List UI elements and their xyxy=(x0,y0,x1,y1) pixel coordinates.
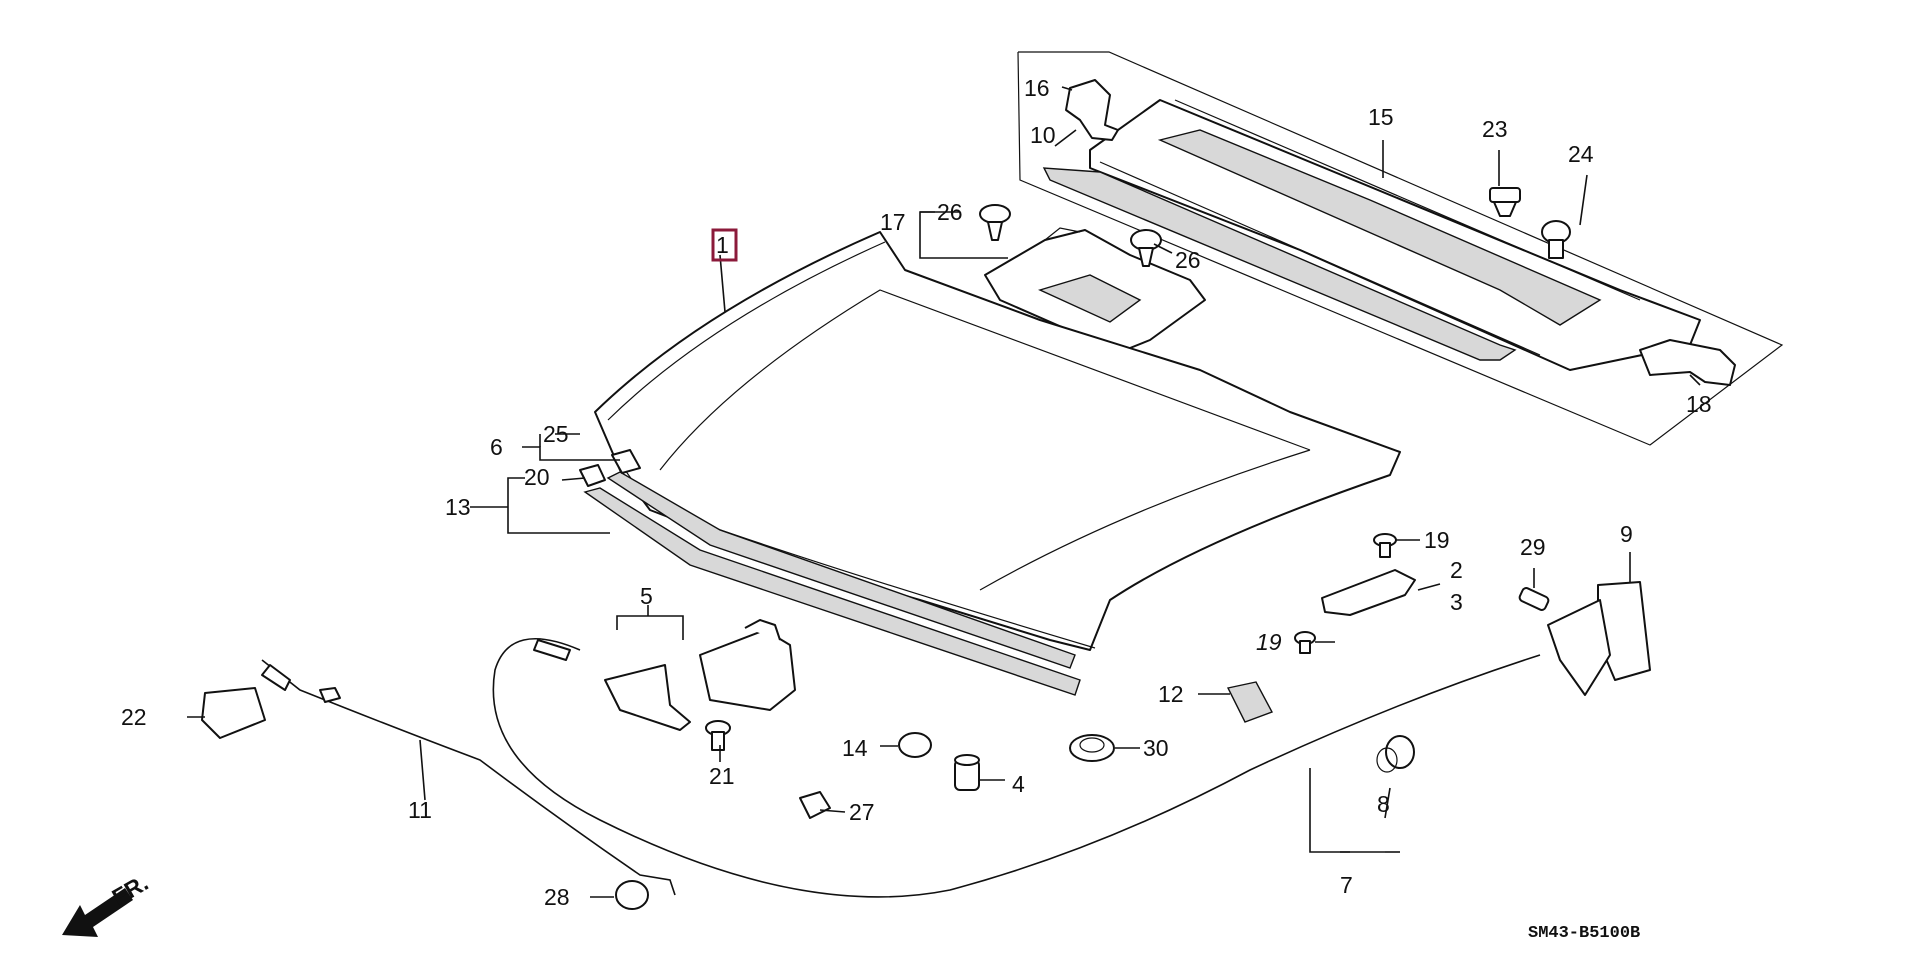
part-19-bolt-a[interactable] xyxy=(1373,533,1397,558)
callout-14[interactable]: 14 xyxy=(842,735,868,761)
callout-9[interactable]: 9 xyxy=(1620,521,1633,547)
front-direction-arrow: FR. xyxy=(62,869,153,937)
callout-26-b[interactable]: 26 xyxy=(1175,247,1201,273)
callout-4[interactable]: 4 xyxy=(1012,771,1025,797)
callout-11[interactable]: 11 xyxy=(408,797,432,823)
callout-5[interactable]: 5 xyxy=(640,583,653,609)
part-18-bracket[interactable] xyxy=(1639,339,1736,386)
part-30-grommet[interactable] xyxy=(1069,734,1115,762)
callout-18[interactable]: 18 xyxy=(1686,391,1712,417)
callout-15[interactable]: 15 xyxy=(1368,104,1394,130)
part-7-cable-assembly[interactable] xyxy=(492,637,1541,898)
part-5-hood-latch[interactable] xyxy=(604,619,796,731)
callout-24[interactable]: 24 xyxy=(1568,141,1594,167)
part-28-grommet[interactable] xyxy=(615,880,649,910)
callout-27[interactable]: 27 xyxy=(849,799,875,825)
drawing-code: SM43-B5100B xyxy=(1528,924,1640,943)
part-21-bolt[interactable] xyxy=(705,720,731,751)
callout-25[interactable]: 25 xyxy=(543,421,569,447)
part-11-release-cable[interactable] xyxy=(261,659,676,896)
callout-10[interactable]: 10 xyxy=(1030,122,1056,148)
callout-7[interactable]: 7 xyxy=(1340,872,1353,898)
leader-lines xyxy=(187,86,1701,898)
callout-19-b[interactable]: 19 xyxy=(1256,629,1282,655)
part-2-3-hinge-bracket[interactable] xyxy=(1321,569,1416,616)
callout-labels: 1 2 3 4 5 6 7 8 9 10 11 12 13 14 15 16 1… xyxy=(121,75,1712,910)
part-4-bumper[interactable] xyxy=(954,754,980,791)
callout-19-a[interactable]: 19 xyxy=(1424,527,1450,553)
part-23-clip[interactable] xyxy=(1489,187,1521,217)
part-19-bolt-b[interactable] xyxy=(1294,631,1316,654)
part-8-grommet[interactable] xyxy=(1376,735,1415,773)
callout-30[interactable]: 30 xyxy=(1143,735,1169,761)
callout-16[interactable]: 16 xyxy=(1024,75,1050,101)
callout-6[interactable]: 6 xyxy=(490,434,503,460)
part-27-clip[interactable] xyxy=(799,791,831,819)
callout-13[interactable]: 13 xyxy=(445,494,471,520)
callout-20[interactable]: 20 xyxy=(524,464,550,490)
callout-3[interactable]: 3 xyxy=(1450,589,1463,615)
selected-part-highlight xyxy=(711,228,738,262)
callout-21[interactable]: 21 xyxy=(709,763,735,789)
part-12-clip[interactable] xyxy=(1226,681,1273,723)
part-20-clip[interactable] xyxy=(579,464,606,487)
callout-17[interactable]: 17 xyxy=(880,209,906,235)
part-15-cowl-top[interactable] xyxy=(1089,99,1701,371)
part-14-bumper[interactable] xyxy=(898,732,932,758)
callout-8[interactable]: 8 xyxy=(1377,791,1390,817)
part-22-cable-bracket[interactable] xyxy=(201,687,266,739)
callout-12[interactable]: 12 xyxy=(1158,681,1184,707)
cowl-assembly-box xyxy=(1017,51,1784,446)
part-9-hinge[interactable] xyxy=(1547,581,1651,696)
part-26-clip-b[interactable] xyxy=(1130,229,1162,267)
part-10-cowl-seal[interactable] xyxy=(1042,167,1517,361)
callout-26-a[interactable]: 26 xyxy=(937,199,963,225)
part-24-grommet[interactable] xyxy=(1541,220,1571,259)
part-16-bracket[interactable] xyxy=(1065,79,1119,141)
callout-22[interactable]: 22 xyxy=(121,704,147,730)
part-13-hood-seal[interactable] xyxy=(583,471,1081,696)
part-25-clip[interactable] xyxy=(611,449,641,474)
callout-29[interactable]: 29 xyxy=(1520,534,1546,560)
callout-2[interactable]: 2 xyxy=(1450,557,1463,583)
callout-1[interactable]: 1 xyxy=(716,232,729,258)
part-29-bolt[interactable] xyxy=(1518,587,1550,612)
callout-23[interactable]: 23 xyxy=(1482,116,1508,142)
callout-28[interactable]: 28 xyxy=(544,884,570,910)
part-26-clip-a[interactable] xyxy=(979,204,1011,241)
